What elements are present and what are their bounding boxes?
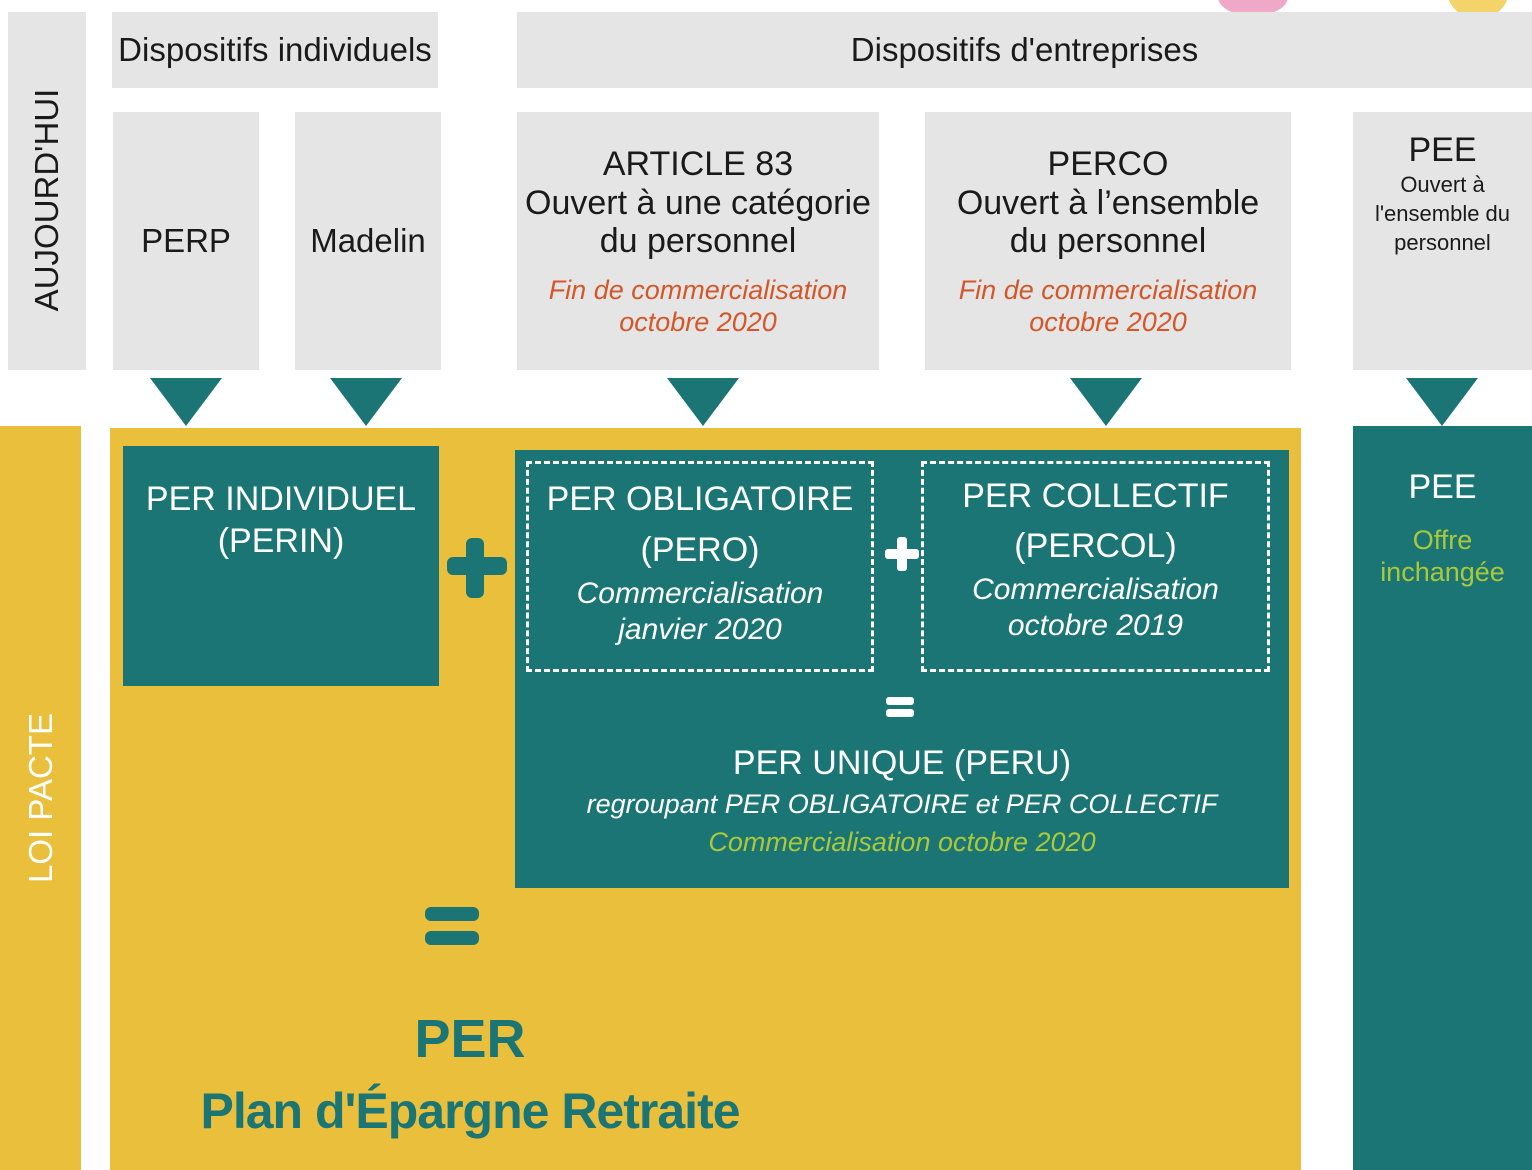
article83-note2: octobre 2020 <box>619 307 777 337</box>
perco-title: PERCO <box>1047 145 1169 183</box>
perco-note2: octobre 2020 <box>1029 307 1187 337</box>
arrow-down-icon <box>150 378 222 426</box>
arrow-down-icon <box>667 378 739 426</box>
per-unique-subtitle: regroupant PER OBLIGATOIRE et PER COLLEC… <box>586 789 1218 819</box>
pee-today-line2: l'ensemble du <box>1374 201 1511 226</box>
per-unique-note: Commercialisation octobre 2020 <box>708 827 1096 857</box>
per-final: PER Plan d'Épargne Retraite <box>150 1000 790 1150</box>
loi-pacte-label: LOI PACTE <box>22 713 59 883</box>
arrow-down-icon <box>330 378 402 426</box>
per-obligatoire-title: PER OBLIGATOIRE <box>546 480 854 518</box>
loi-pacte-sidebar: LOI PACTE <box>0 426 81 1170</box>
header-individual-label: Dispositifs individuels <box>118 31 432 68</box>
pee-today-line3: personnel <box>1394 230 1491 255</box>
header-enterprise-label: Dispositifs d'entreprises <box>850 31 1199 68</box>
per-collectif-note1: Commercialisation <box>972 573 1219 606</box>
arrow-down-icon <box>1406 378 1478 426</box>
pee-pacte-note2: inchangée <box>1380 557 1505 587</box>
pee-pacte-note1: Offre <box>1412 525 1473 555</box>
box-per-individuel: PER INDIVIDUEL (PERIN) <box>123 446 439 686</box>
article83-note1: Fin de commercialisation <box>548 275 848 305</box>
perp-label: PERP <box>141 222 231 259</box>
header-individual: Dispositifs individuels <box>112 12 438 88</box>
today-label: AUJOURD'HUI <box>28 88 65 312</box>
box-perco: PERCO Ouvert à l’ensemble du personnel F… <box>925 112 1291 370</box>
box-per-obligatoire: PER OBLIGATOIRE (PERO) Commercialisation… <box>526 461 874 672</box>
per-final-title: PER <box>414 1009 526 1069</box>
arrow-down-icon <box>1070 378 1142 426</box>
per-obligatoire-note2: janvier 2020 <box>618 613 782 646</box>
article83-line2: du personnel <box>599 222 797 260</box>
per-unique-text: PER UNIQUE (PERU) regroupant PER OBLIGAT… <box>515 738 1289 864</box>
header-enterprise: Dispositifs d'entreprises <box>517 12 1532 88</box>
perco-line2: du personnel <box>1009 222 1207 260</box>
article83-line1: Ouvert à une catégorie <box>525 184 871 222</box>
per-individuel-title: PER INDIVIDUEL <box>145 480 417 518</box>
madelin-label: Madelin <box>310 222 426 259</box>
per-individuel-subtitle: (PERIN) <box>217 522 345 560</box>
per-collectif-note2: octobre 2019 <box>1007 609 1184 642</box>
per-unique-title: PER UNIQUE (PERU) <box>732 744 1072 782</box>
box-per-collectif: PER COLLECTIF (PERCOL) Commercialisation… <box>921 461 1270 672</box>
per-collectif-title: PER COLLECTIF <box>962 477 1229 515</box>
per-obligatoire-note1: Commercialisation <box>576 577 824 610</box>
perco-line1: Ouvert à l’ensemble <box>956 184 1260 222</box>
box-article83: ARTICLE 83 Ouvert à une catégorie du per… <box>517 112 879 370</box>
per-obligatoire-subtitle: (PERO) <box>640 531 760 569</box>
pee-pacte-title: PEE <box>1408 468 1477 506</box>
box-pee-pacte: PEE Offre inchangée <box>1353 426 1532 1170</box>
article83-title: ARTICLE 83 <box>602 145 794 183</box>
per-collectif-subtitle: (PERCOL) <box>1014 527 1177 565</box>
today-sidebar: AUJOURD'HUI <box>8 12 86 370</box>
perco-note1: Fin de commercialisation <box>958 275 1258 305</box>
pee-today-line1: Ouvert à <box>1400 172 1485 197</box>
box-madelin: Madelin <box>295 112 441 370</box>
pee-today-title: PEE <box>1408 131 1477 169</box>
box-perp: PERP <box>113 112 259 370</box>
box-pee-today: PEE Ouvert à l'ensemble du personnel <box>1353 112 1532 370</box>
per-final-subtitle: Plan d'Épargne Retraite <box>200 1083 740 1139</box>
